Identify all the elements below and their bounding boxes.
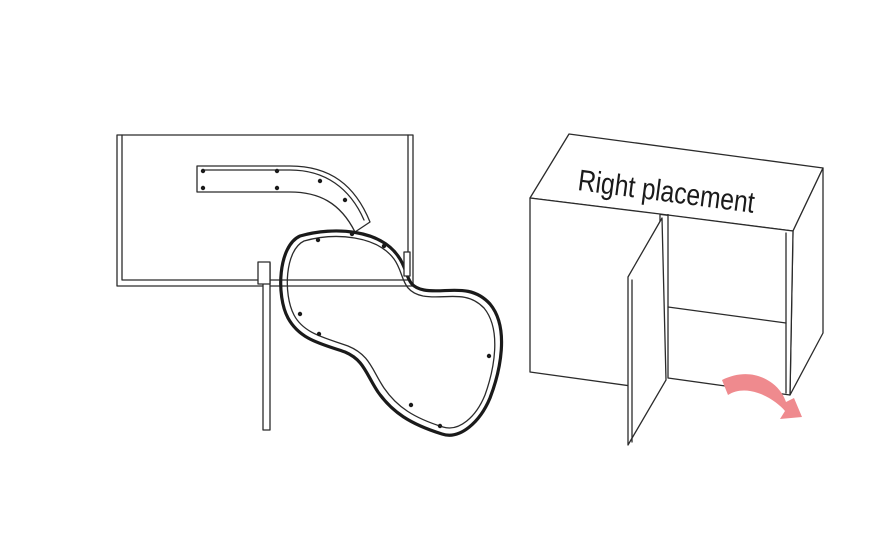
tray-rivet xyxy=(316,331,322,337)
swing-direction-arrow-icon xyxy=(722,374,802,419)
cabinet-open-door xyxy=(627,217,667,446)
screw-dot xyxy=(342,197,348,203)
door-hinge-block xyxy=(257,261,271,285)
tray-rivet xyxy=(349,231,355,237)
cabinet-interior xyxy=(659,213,794,396)
tray-rivet xyxy=(381,243,387,249)
screw-dot xyxy=(274,185,280,191)
screw-dot xyxy=(200,168,206,174)
screw-dot xyxy=(317,178,323,184)
top-view-cabinet-plan xyxy=(116,134,504,437)
tray-mount-bracket xyxy=(403,251,411,277)
cabinet-shelf xyxy=(667,306,787,324)
tray-rivet xyxy=(437,423,443,429)
tray-rivet xyxy=(315,237,321,243)
open-door-panel xyxy=(262,262,271,431)
swing-arm-fitting xyxy=(196,165,371,233)
tray-rivet xyxy=(408,402,414,408)
isometric-cabinet: Right placement xyxy=(529,133,824,446)
screw-dot xyxy=(200,185,206,191)
swing-arm-inner-line xyxy=(201,169,365,221)
swing-arrow-shape xyxy=(722,374,802,419)
tray-rivet xyxy=(297,311,303,317)
screw-dot xyxy=(274,168,280,174)
tray-rivet xyxy=(486,353,492,359)
swing-out-tray-inner xyxy=(286,235,496,429)
